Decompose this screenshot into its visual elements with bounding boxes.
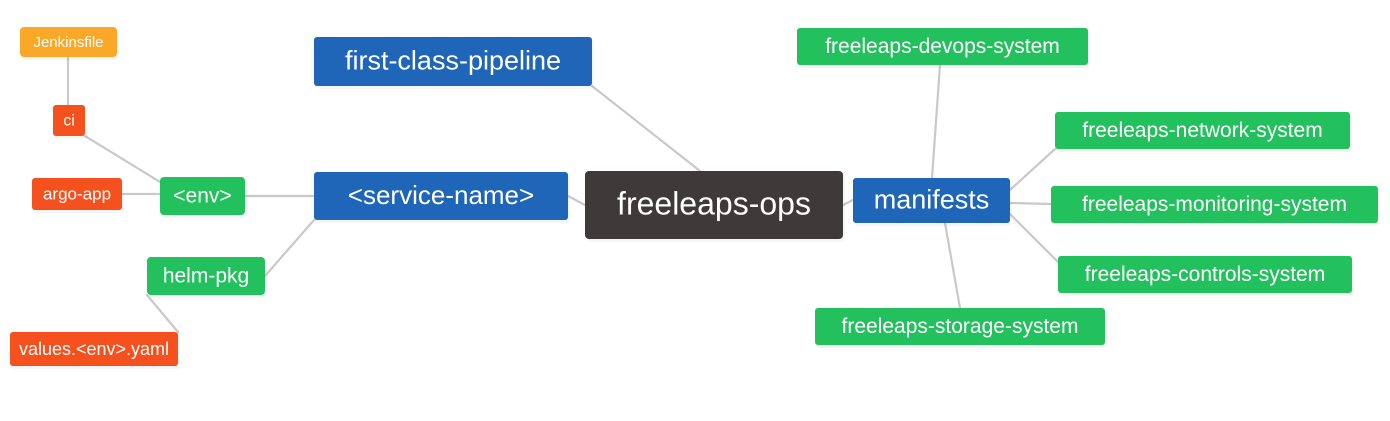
node-controls-system[interactable]: freeleaps-controls-system bbox=[1058, 256, 1354, 296]
edge-manifests-controls bbox=[1008, 212, 1060, 264]
node-box-network-system[interactable] bbox=[1055, 112, 1350, 149]
node-label-helm-pkg: helm-pkg bbox=[163, 265, 249, 288]
node-label-service-name: <service-name> bbox=[348, 180, 534, 210]
node-box-ci[interactable] bbox=[53, 105, 85, 136]
node-helm-pkg[interactable]: helm-pkg bbox=[147, 257, 267, 298]
node-box-devops-system[interactable] bbox=[797, 28, 1088, 65]
node-argo-app[interactable]: argo-app bbox=[32, 178, 124, 213]
edge-service-helm bbox=[263, 218, 316, 278]
node-storage-system[interactable]: freeleaps-storage-system bbox=[815, 308, 1107, 348]
node-network-system[interactable]: freeleaps-network-system bbox=[1055, 112, 1352, 152]
node-label-first-class-pipeline: first-class-pipeline bbox=[345, 46, 561, 76]
node-box-root[interactable] bbox=[585, 171, 843, 239]
node-values-yaml[interactable]: values.<env>.yaml bbox=[10, 332, 180, 369]
edge-manifests-storage bbox=[943, 221, 962, 310]
node-label-values-yaml: values.<env>.yaml bbox=[19, 339, 169, 359]
node-box-service-name[interactable] bbox=[314, 172, 568, 220]
node-box-values-yaml[interactable] bbox=[10, 332, 178, 366]
node-box-monitoring-system[interactable] bbox=[1051, 186, 1378, 223]
node-label-devops-system: freeleaps-devops-system bbox=[825, 35, 1060, 58]
edge-layer bbox=[66, 55, 1060, 334]
node-env[interactable]: <env> bbox=[160, 177, 247, 218]
node-label-storage-system: freeleaps-storage-system bbox=[842, 315, 1079, 338]
node-ci[interactable]: ci bbox=[53, 105, 87, 139]
edge-root-pipeline bbox=[590, 84, 702, 173]
node-box-jenkinsfile[interactable] bbox=[20, 27, 117, 57]
node-label-ci: ci bbox=[63, 113, 75, 130]
node-label-network-system: freeleaps-network-system bbox=[1082, 119, 1322, 142]
edge-root-service bbox=[566, 194, 587, 207]
node-label-monitoring-system: freeleaps-monitoring-system bbox=[1082, 193, 1347, 216]
node-label-manifests: manifests bbox=[874, 185, 990, 215]
edge-manifests-devops bbox=[930, 63, 942, 180]
node-box-first-class-pipeline[interactable] bbox=[314, 37, 592, 86]
node-label-jenkinsfile: Jenkinsfile bbox=[33, 34, 103, 51]
node-manifests[interactable]: manifests bbox=[853, 178, 1012, 226]
node-service-name[interactable]: <service-name> bbox=[314, 172, 570, 223]
edge-manifests-monitoring bbox=[1008, 201, 1053, 206]
node-label-controls-system: freeleaps-controls-system bbox=[1085, 263, 1325, 286]
node-box-storage-system[interactable] bbox=[815, 308, 1105, 345]
node-layer: freeleaps-ops <service-name> first-class-p… bbox=[10, 27, 1380, 369]
edge-helm-values bbox=[145, 293, 180, 334]
node-box-env[interactable] bbox=[160, 177, 245, 215]
node-devops-system[interactable]: freeleaps-devops-system bbox=[797, 28, 1090, 68]
edge-manifests-network bbox=[1008, 147, 1057, 192]
node-root[interactable]: freeleaps-ops bbox=[585, 171, 845, 242]
node-label-env: <env> bbox=[173, 185, 231, 208]
node-box-manifests[interactable] bbox=[853, 178, 1010, 223]
node-jenkinsfile[interactable]: Jenkinsfile bbox=[20, 27, 119, 60]
node-box-argo-app[interactable] bbox=[32, 178, 122, 210]
node-box-helm-pkg[interactable] bbox=[147, 257, 265, 295]
node-first-class-pipeline[interactable]: first-class-pipeline bbox=[314, 37, 594, 89]
edge-env-ci bbox=[83, 134, 162, 184]
node-monitoring-system[interactable]: freeleaps-monitoring-system bbox=[1051, 186, 1380, 226]
node-box-controls-system[interactable] bbox=[1058, 256, 1352, 293]
node-label-argo-app: argo-app bbox=[43, 184, 111, 203]
node-label-root: freeleaps-ops bbox=[617, 185, 811, 221]
edge-root-manifests bbox=[841, 198, 855, 207]
